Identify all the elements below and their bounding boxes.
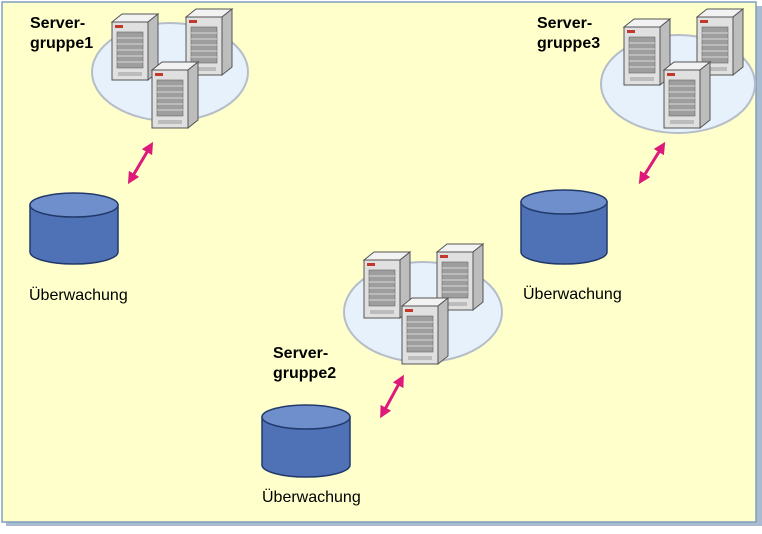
database-cylinder-icon: [29, 192, 119, 265]
double-headed-arrow-icon: [380, 374, 404, 419]
server-icon: [151, 61, 199, 129]
double-headed-arrow-icon: [638, 141, 666, 185]
server-group-3: Server- gruppe3 Überwachung: [520, 8, 756, 303]
group-title: Server-: [30, 15, 85, 32]
group-title: gruppe2: [273, 365, 336, 382]
group-title: gruppe3: [537, 35, 600, 52]
monitor-label: Überwachung: [523, 285, 622, 303]
database-cylinder-icon: [261, 404, 351, 478]
monitor-label: Überwachung: [29, 286, 128, 304]
monitor-label: Überwachung: [262, 488, 361, 506]
group-title: gruppe1: [30, 35, 93, 52]
group-title: Server-: [273, 345, 328, 362]
group-title: Server-: [537, 15, 592, 32]
server-icon: [401, 297, 449, 365]
server-icon: [663, 61, 711, 129]
server-group-2: Server- gruppe2 Überwachung: [261, 243, 503, 506]
database-cylinder-icon: [520, 189, 608, 265]
server-group-1: Server- gruppe1 Überwachung: [29, 8, 249, 304]
server-icon: [623, 18, 671, 86]
double-headed-arrow-icon: [127, 141, 154, 185]
